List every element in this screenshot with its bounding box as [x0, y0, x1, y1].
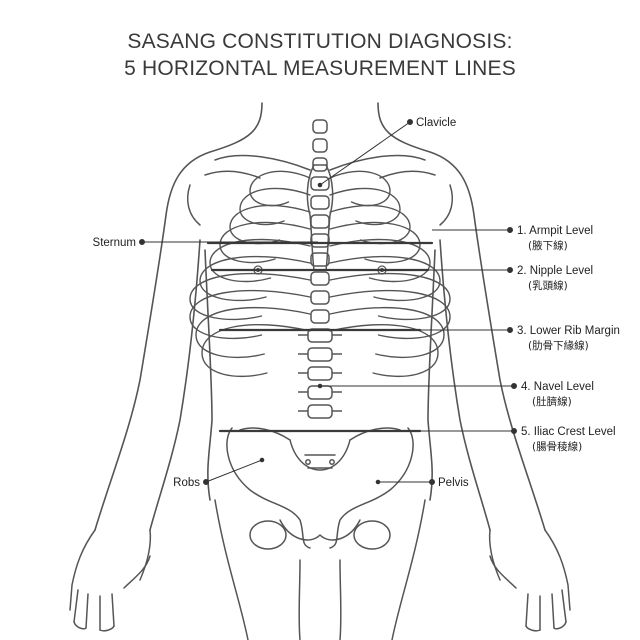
scapula-clavicle — [187, 154, 453, 226]
body-outline — [94, 102, 546, 531]
rib — [329, 238, 431, 283]
vertebra — [310, 271, 330, 286]
vertebra — [310, 290, 330, 305]
vertebra — [310, 214, 330, 229]
rib — [329, 306, 445, 359]
legs — [214, 499, 426, 640]
rib — [329, 221, 421, 264]
vertebra — [312, 119, 328, 134]
nipple-level-label: 2. Nipple Level — [517, 265, 593, 277]
diagram-title: SASANG CONSTITUTION DIAGNOSIS: 5 HORIZON… — [0, 28, 640, 82]
rib — [219, 221, 311, 264]
rib — [209, 238, 311, 283]
rib — [329, 255, 441, 302]
robs-label: Robs — [173, 477, 200, 489]
measurement-lines — [206, 241, 434, 433]
vertebra — [307, 347, 333, 362]
leader-lines — [139, 119, 517, 485]
vertebra — [310, 252, 330, 267]
armpit-level-sub: (腋下線) — [528, 239, 568, 252]
pelvis-bone — [226, 427, 414, 549]
vertebra — [307, 366, 333, 381]
rib — [201, 324, 311, 378]
pelvis-label: Pelvis — [438, 477, 469, 489]
rib — [189, 289, 311, 340]
vertebra — [310, 195, 330, 210]
rib — [329, 289, 451, 340]
armpit-level-label: 1. Armpit Level — [517, 225, 593, 237]
lower-rib-margin-label: 3. Lower Rib Margin — [517, 325, 620, 337]
rib — [239, 187, 311, 226]
rib — [329, 324, 439, 378]
left-hand — [69, 529, 152, 632]
vertebra — [312, 138, 328, 153]
vertebra — [312, 157, 328, 172]
vertebra — [310, 309, 330, 324]
rib — [329, 187, 401, 226]
vertebra — [310, 233, 330, 248]
navel-level-label: 4. Navel Level — [521, 381, 594, 393]
iliac-crest-level-label: 5. Iliac Crest Level — [521, 426, 616, 438]
title-line-2: 5 HORIZONTAL MEASUREMENT LINES — [124, 57, 516, 80]
clavicle-label: Clavicle — [416, 117, 456, 129]
nipple-level-sub: (乳頭線) — [528, 279, 568, 292]
iliac-crest-level-sub: (腸骨稜線) — [532, 440, 582, 453]
vertebra — [307, 404, 333, 419]
rib — [195, 306, 311, 359]
spine — [298, 119, 342, 419]
vertebra — [310, 176, 330, 191]
lower-rib-margin-sub: (肋骨下緣線) — [528, 339, 589, 352]
right-hand — [488, 529, 571, 632]
rib-cage — [189, 170, 451, 378]
sternum-label: Sternum — [93, 237, 136, 249]
navel-level-sub: (肚臍線) — [532, 395, 572, 408]
rib — [199, 255, 311, 302]
title-line-1: SASANG CONSTITUTION DIAGNOSIS: — [127, 30, 513, 53]
labels: Clavicle Sternum Robs Pelvis 1. Armpit L… — [93, 117, 620, 489]
